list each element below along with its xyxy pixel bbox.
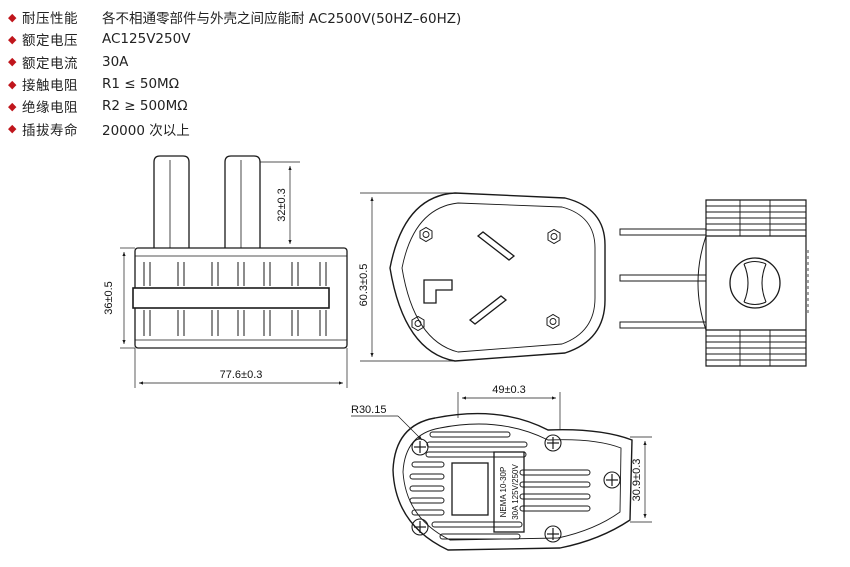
vent-slot xyxy=(409,473,445,480)
diamond-bullet-icon: ◆ xyxy=(8,55,17,69)
spec-label: 耐压性能 xyxy=(22,11,78,28)
back-view-outline xyxy=(392,412,633,551)
spec-value: AC125V250V xyxy=(102,31,191,48)
diamond-bullet-icon: ◆ xyxy=(8,99,17,113)
vent-slot xyxy=(409,485,445,492)
front-view-ground-pin xyxy=(423,279,453,304)
spec-label: 插拔寿命 xyxy=(22,122,78,139)
front-view-screws xyxy=(411,226,561,332)
vent-slot xyxy=(519,505,591,512)
side-view-center-bar xyxy=(132,287,330,309)
side-view: 32±0.3 36±0.5 77.6±0.3 xyxy=(103,155,348,388)
vent-slot xyxy=(429,431,511,438)
vent-slot xyxy=(409,497,445,504)
spec-value: 20000 次以上 xyxy=(102,122,190,139)
vent-slot xyxy=(426,441,528,448)
spec-label: 额定电流 xyxy=(22,55,78,72)
dim-face-height: 60.3±0.5 xyxy=(358,264,370,307)
vent-slot xyxy=(411,509,445,516)
spec-row: ◆ 额定电流 30A xyxy=(8,51,568,73)
diamond-bullet-icon: ◆ xyxy=(8,10,17,24)
spec-list: ◆ 耐压性能 各不相通零部件与外壳之间应能耐 AC2500V(50HZ–60HZ… xyxy=(8,6,568,140)
dim-back-width: 49±0.3 xyxy=(492,384,526,396)
spec-label: 额定电压 xyxy=(22,33,78,50)
spec-label: 接触电阻 xyxy=(22,78,78,95)
spec-value: R2 ≥ 500MΩ xyxy=(102,98,188,115)
spec-row: ◆ 绝缘电阻 R2 ≥ 500MΩ xyxy=(8,95,568,117)
diamond-bullet-icon: ◆ xyxy=(8,32,17,46)
spec-value: R1 ≤ 50MΩ xyxy=(102,76,180,93)
top-view-body xyxy=(705,199,807,367)
vent-slot xyxy=(519,469,591,476)
front-view-outline xyxy=(389,192,606,362)
dim-radius: R30.15 xyxy=(351,404,386,416)
spec-label: 绝缘电阻 xyxy=(22,100,78,117)
vent-slot xyxy=(411,461,445,468)
spec-row: ◆ 额定电压 AC125V250V xyxy=(8,28,568,50)
dim-pin-length: 32±0.3 xyxy=(276,188,288,222)
side-view-ribs xyxy=(143,262,327,336)
top-view-ribs-upper xyxy=(706,200,806,236)
dim-body-width: 77.6±0.3 xyxy=(220,369,263,381)
spec-value: 30A xyxy=(102,53,129,70)
dim-body-height: 36±0.5 xyxy=(103,281,115,315)
dim-back-height: 30.9±0.3 xyxy=(631,459,643,502)
label-plate-line2: 30A 125V/250V xyxy=(511,464,520,520)
top-view-ribs-lower xyxy=(706,330,806,366)
back-view: NEMA 10-30P 30A 125V/250V R30.15 49±0.3 … xyxy=(351,384,652,551)
front-view: 60.3±0.5 xyxy=(358,192,606,362)
vent-slot xyxy=(519,493,591,500)
diamond-bullet-icon: ◆ xyxy=(8,122,17,136)
top-view-cord-grip xyxy=(729,257,781,309)
top-view xyxy=(619,199,809,367)
front-view-blades xyxy=(468,231,516,325)
spec-row: ◆ 插拔寿命 20000 次以上 xyxy=(8,117,568,139)
diamond-bullet-icon: ◆ xyxy=(8,77,17,91)
label-plate-line1: NEMA 10-30P xyxy=(499,467,508,518)
label-plate xyxy=(493,451,525,533)
top-view-prongs xyxy=(619,228,707,329)
vent-slot xyxy=(519,481,591,488)
side-view-pins xyxy=(153,155,261,248)
vent-slot xyxy=(431,521,523,528)
vent-slot xyxy=(439,533,521,540)
spec-row: ◆ 耐压性能 各不相通零部件与外壳之间应能耐 AC2500V(50HZ–60HZ… xyxy=(8,6,568,28)
vent-slot xyxy=(425,451,527,458)
spec-row: ◆ 接触电阻 R1 ≤ 50MΩ xyxy=(8,73,568,95)
back-view-window xyxy=(451,462,489,516)
spec-value: 各不相通零部件与外壳之间应能耐 AC2500V(50HZ–60HZ) xyxy=(102,11,462,28)
back-view-slots xyxy=(409,431,591,540)
